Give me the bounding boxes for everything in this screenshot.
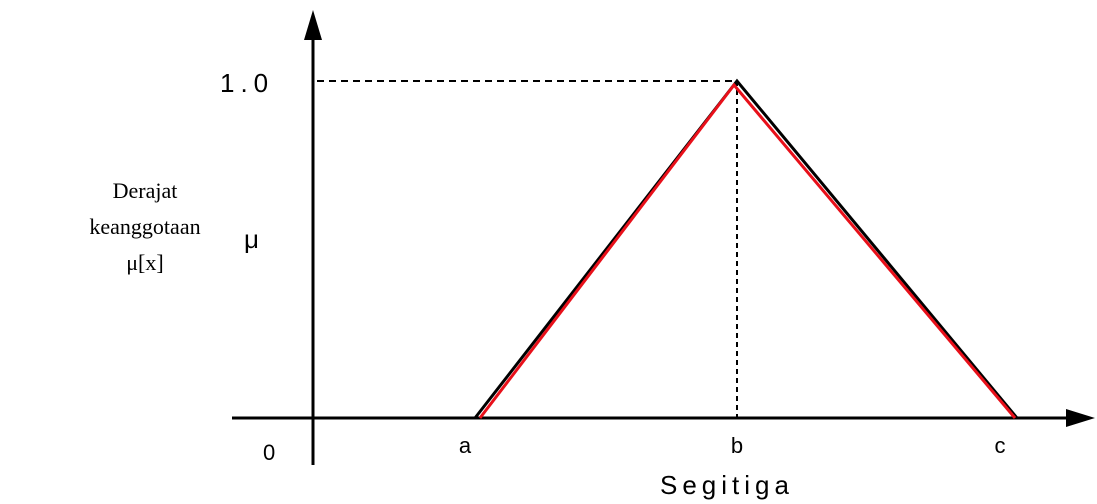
point-label-c: c: [995, 433, 1006, 458]
point-label-b: b: [731, 433, 743, 458]
y-caption-line-1: Derajat: [113, 178, 178, 203]
x-axis-arrowhead: [1066, 409, 1095, 427]
point-label-a: a: [459, 433, 472, 458]
membership-curve: [478, 82, 1017, 419]
y-caption-line-2: keanggotaan: [89, 214, 200, 239]
y-top-tick-label: 1.0: [220, 68, 274, 98]
y-caption-line-3: μ[x]: [126, 250, 163, 275]
y-axis-symbol: μ: [244, 224, 259, 254]
origin-label: 0: [263, 440, 275, 465]
y-axis-arrowhead: [304, 10, 322, 40]
triangle-outline: [473, 78, 1019, 419]
x-axis-title: Segitiga: [660, 470, 794, 500]
